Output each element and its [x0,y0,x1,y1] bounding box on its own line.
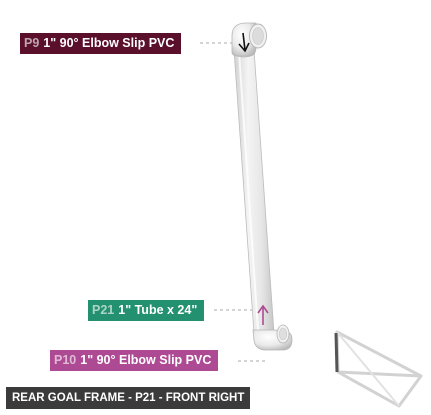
part-code: P21 [92,303,115,317]
tube-p21 [233,49,275,334]
part-name: 1" 90° Elbow Slip PVC [43,36,175,50]
elbow-p9 [231,22,267,58]
elbow-p10 [252,324,293,351]
step-caption: REAR GOAL FRAME - P21 - FRONT RIGHT [6,387,251,409]
goal-frame-thumbnail-icon [334,330,423,408]
arrow-up-icon [257,304,269,325]
part-code: P10 [54,353,77,367]
part-name: 1" 90° Elbow Slip PVC [80,353,212,367]
part-name: 1" Tube x 24" [118,303,198,317]
arrow-down-icon [238,32,250,53]
part-code: P9 [24,36,40,50]
